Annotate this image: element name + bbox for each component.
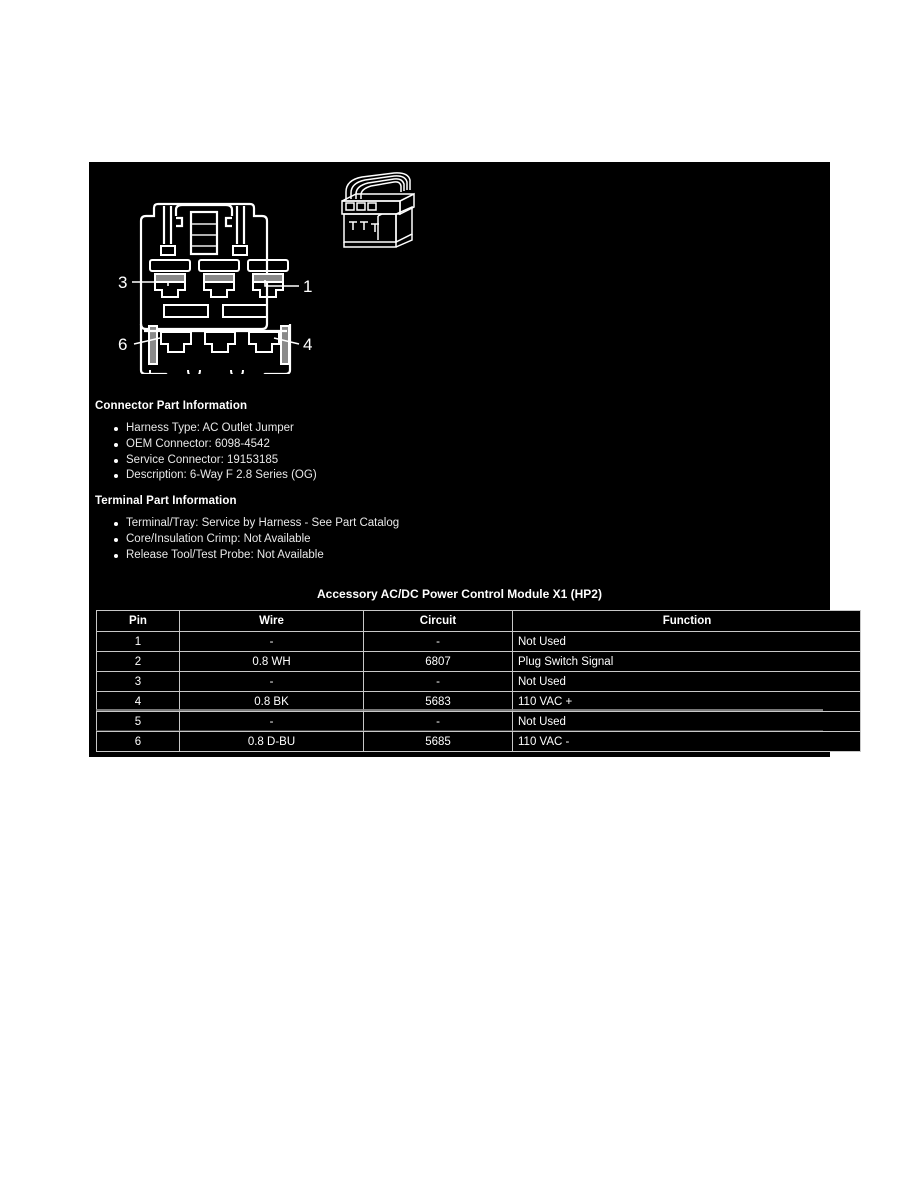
callout-number-3: 3 — [118, 273, 127, 292]
cell-circuit: 6807 — [363, 651, 513, 672]
column-header-function: Function — [512, 610, 861, 632]
table-row: 2 0.8 WH 6807 Plug Switch Signal — [96, 651, 861, 672]
cell-pin: 3 — [96, 671, 180, 692]
cell-pin: 1 — [96, 631, 180, 652]
cell-function: 110 VAC + — [512, 691, 861, 712]
table-header-row: Pin Wire Circuit Function — [96, 610, 861, 632]
cell-function: Not Used — [512, 631, 861, 652]
cell-wire: - — [179, 671, 364, 692]
cell-wire: 0.8 BK — [179, 691, 364, 712]
callout-number-4: 4 — [303, 335, 312, 354]
cell-circuit: 5685 — [363, 731, 513, 752]
callout-number-6: 6 — [118, 335, 127, 354]
pin-table-title: Accessory AC/DC Power Control Module X1 … — [317, 587, 602, 601]
list-item: OEM Connector: 6098-4542 — [95, 437, 825, 453]
list-item: Service Connector: 19153185 — [95, 453, 825, 469]
cell-wire: 0.8 D-BU — [179, 731, 364, 752]
connector-part-information-list: Harness Type: AC Outlet Jumper OEM Conne… — [95, 421, 825, 484]
cell-wire: 0.8 WH — [179, 651, 364, 672]
table-row: 6 0.8 D-BU 5685 110 VAC - — [96, 731, 861, 752]
cell-pin: 6 — [96, 731, 180, 752]
cell-wire: - — [179, 631, 364, 652]
list-item: Harness Type: AC Outlet Jumper — [95, 421, 825, 437]
terminal-part-information-list: Terminal/Tray: Service by Harness - See … — [95, 516, 825, 563]
table-row: 1 - - Not Used — [96, 631, 861, 652]
part-information-text-block: Connector Part Information Harness Type:… — [95, 400, 825, 564]
column-header-wire: Wire — [179, 610, 364, 632]
pin-assignment-table: Pin Wire Circuit Function 1 - - Not Used… — [96, 610, 861, 752]
cell-pin: 2 — [96, 651, 180, 672]
connector-diagram-area: 3 1 6 4 — [89, 162, 830, 387]
terminal-part-information-heading: Terminal Part Information — [95, 495, 237, 508]
cell-wire: - — [179, 711, 364, 732]
column-header-pin: Pin — [96, 610, 180, 632]
cell-function: 110 VAC - — [512, 731, 861, 752]
connector-face-diagram: 3 1 6 4 — [118, 202, 312, 374]
cell-circuit: - — [363, 671, 513, 692]
cell-pin: 5 — [96, 711, 180, 732]
cell-circuit: 5683 — [363, 691, 513, 712]
list-item: Release Tool/Test Probe: Not Available — [95, 548, 825, 564]
table-row: 4 0.8 BK 5683 110 VAC + — [96, 691, 861, 712]
list-item: Core/Insulation Crimp: Not Available — [95, 532, 825, 548]
callout-leader-lines — [132, 280, 300, 345]
cell-circuit: - — [363, 711, 513, 732]
table-row: 3 - - Not Used — [96, 671, 861, 692]
list-item: Description: 6-Way F 2.8 Series (OG) — [95, 468, 825, 484]
cell-function: Not Used — [512, 711, 861, 732]
cell-circuit: - — [363, 631, 513, 652]
cell-function: Not Used — [512, 671, 861, 692]
callout-number-1: 1 — [303, 277, 312, 296]
connector-part-information-heading: Connector Part Information — [95, 400, 248, 412]
table-row: 5 - - Not Used — [96, 711, 861, 732]
connector-isometric-diagram — [341, 172, 415, 248]
list-item: Terminal/Tray: Service by Harness - See … — [95, 516, 825, 532]
column-header-circuit: Circuit — [363, 610, 513, 632]
cell-function: Plug Switch Signal — [512, 651, 861, 672]
cell-pin: 4 — [96, 691, 180, 712]
document-content-panel: 3 1 6 4 — [89, 162, 861, 757]
